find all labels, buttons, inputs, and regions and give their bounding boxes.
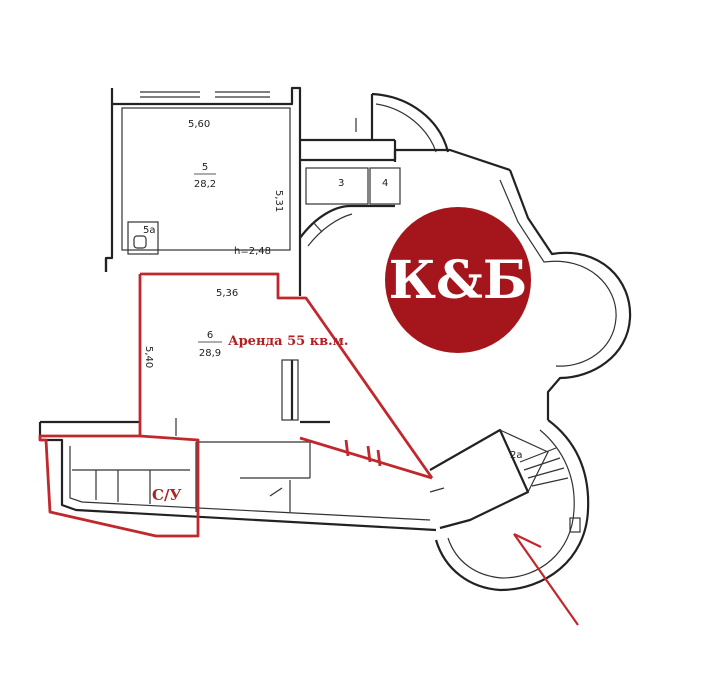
sink-icon bbox=[133, 235, 147, 249]
company-logo: К&Б bbox=[385, 207, 531, 353]
stair-lines bbox=[519, 447, 569, 487]
balcony-upper-inner bbox=[375, 103, 437, 153]
wall-right-bay bbox=[508, 169, 632, 420]
wall-room5-top bbox=[110, 86, 302, 238]
room-5-inner bbox=[121, 107, 291, 251]
room-5-dim-top: 5,60 bbox=[188, 119, 210, 130]
door-marks bbox=[175, 118, 445, 497]
room-3 bbox=[305, 167, 369, 205]
balcony-lower-outer bbox=[434, 419, 590, 592]
room-4 bbox=[369, 167, 401, 205]
room-3-number: 3 bbox=[338, 178, 344, 189]
wall-bottom-corridor bbox=[38, 422, 437, 532]
rental-outline-top bbox=[140, 272, 434, 479]
balcony-lower-inner bbox=[447, 429, 575, 579]
wall-room5-left bbox=[104, 104, 114, 272]
rental-hatch bbox=[344, 439, 382, 467]
room-2a-number: 2а bbox=[510, 450, 523, 461]
logo-text: К&Б bbox=[389, 250, 528, 311]
room-5a-number: 5а bbox=[143, 225, 156, 236]
wc-label: С/У bbox=[152, 486, 182, 504]
room-2a-walls bbox=[429, 428, 530, 530]
arrow-icon bbox=[513, 533, 579, 626]
room-4-number: 4 bbox=[382, 178, 388, 189]
room-6-dim-side: 5,40 bbox=[143, 346, 154, 368]
room-6-number: 6 bbox=[207, 330, 213, 341]
room-5-number: 5 bbox=[202, 162, 208, 173]
room-6-area: 28,9 bbox=[199, 348, 221, 359]
corridor-partitions bbox=[72, 441, 311, 512]
rental-area-outline bbox=[38, 272, 434, 538]
window-top bbox=[140, 91, 270, 98]
room-6-dim-top: 5,36 bbox=[216, 288, 238, 299]
room-5-area: 28,2 bbox=[194, 179, 216, 190]
room-5-height: h=2,48 bbox=[234, 246, 271, 257]
balcony-upper-outer bbox=[371, 92, 450, 153]
room-5-dim-side: 5,31 bbox=[273, 190, 284, 212]
rental-outline-diagonal bbox=[299, 436, 433, 480]
rent-label: Аренда 55 кв.м. bbox=[228, 334, 348, 349]
logo-circle bbox=[385, 207, 531, 353]
wc-outline bbox=[38, 434, 200, 538]
wall-top-right bbox=[300, 148, 511, 172]
room-5a bbox=[127, 221, 159, 255]
